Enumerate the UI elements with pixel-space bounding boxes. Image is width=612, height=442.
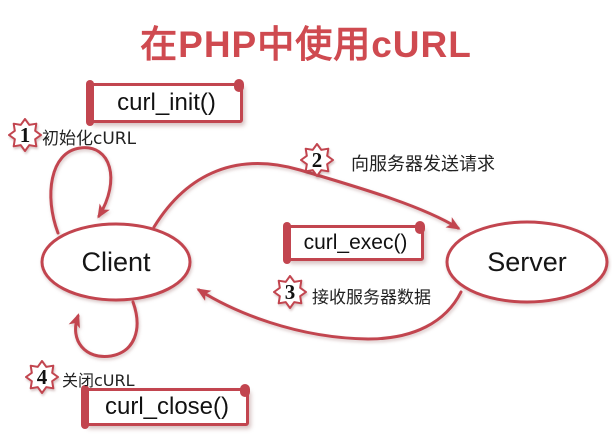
curl-init-box: curl_init() xyxy=(86,79,244,126)
arrow-step1-loop xyxy=(49,146,113,235)
step-4-badge: 4 xyxy=(24,359,60,395)
arrow-step4-loop xyxy=(68,300,139,359)
step-1-label: 初始化cURL xyxy=(42,129,137,149)
step-4-number: 4 xyxy=(36,364,48,389)
star-burst-icon xyxy=(273,275,307,309)
star-burst-icon xyxy=(300,143,334,177)
curl-init-label: curl_init() xyxy=(117,89,216,116)
client-node-ellipse xyxy=(40,222,192,302)
server-node-label: Server xyxy=(487,247,567,277)
step-3-badge: 3 xyxy=(272,274,308,310)
step-3-number: 3 xyxy=(284,279,296,304)
client-node-label: Client xyxy=(81,247,151,277)
arrow-step3-response xyxy=(196,288,463,341)
step-1-number: 1 xyxy=(19,122,31,147)
step-1-badge: 1 xyxy=(7,117,43,153)
step-2-number: 2 xyxy=(311,147,323,172)
curl-close-label: curl_close() xyxy=(104,393,230,420)
server-node-ellipse xyxy=(445,220,609,304)
step-4-label: 关闭cURL xyxy=(62,371,135,390)
step-2-badge: 2 xyxy=(299,142,335,178)
star-burst-icon xyxy=(8,118,42,152)
step-3-label: 接收服务器数据 xyxy=(312,288,431,308)
arrow-step2-request xyxy=(152,162,461,230)
curl-exec-box: curl_exec() xyxy=(283,221,425,264)
star-burst-icon xyxy=(25,360,59,394)
page-title: 在PHP中使用cURL xyxy=(140,24,472,65)
curl-close-box: curl_close() xyxy=(81,384,250,429)
step-2-label: 向服务器发送请求 xyxy=(351,154,495,175)
curl-exec-label: curl_exec() xyxy=(303,231,408,254)
